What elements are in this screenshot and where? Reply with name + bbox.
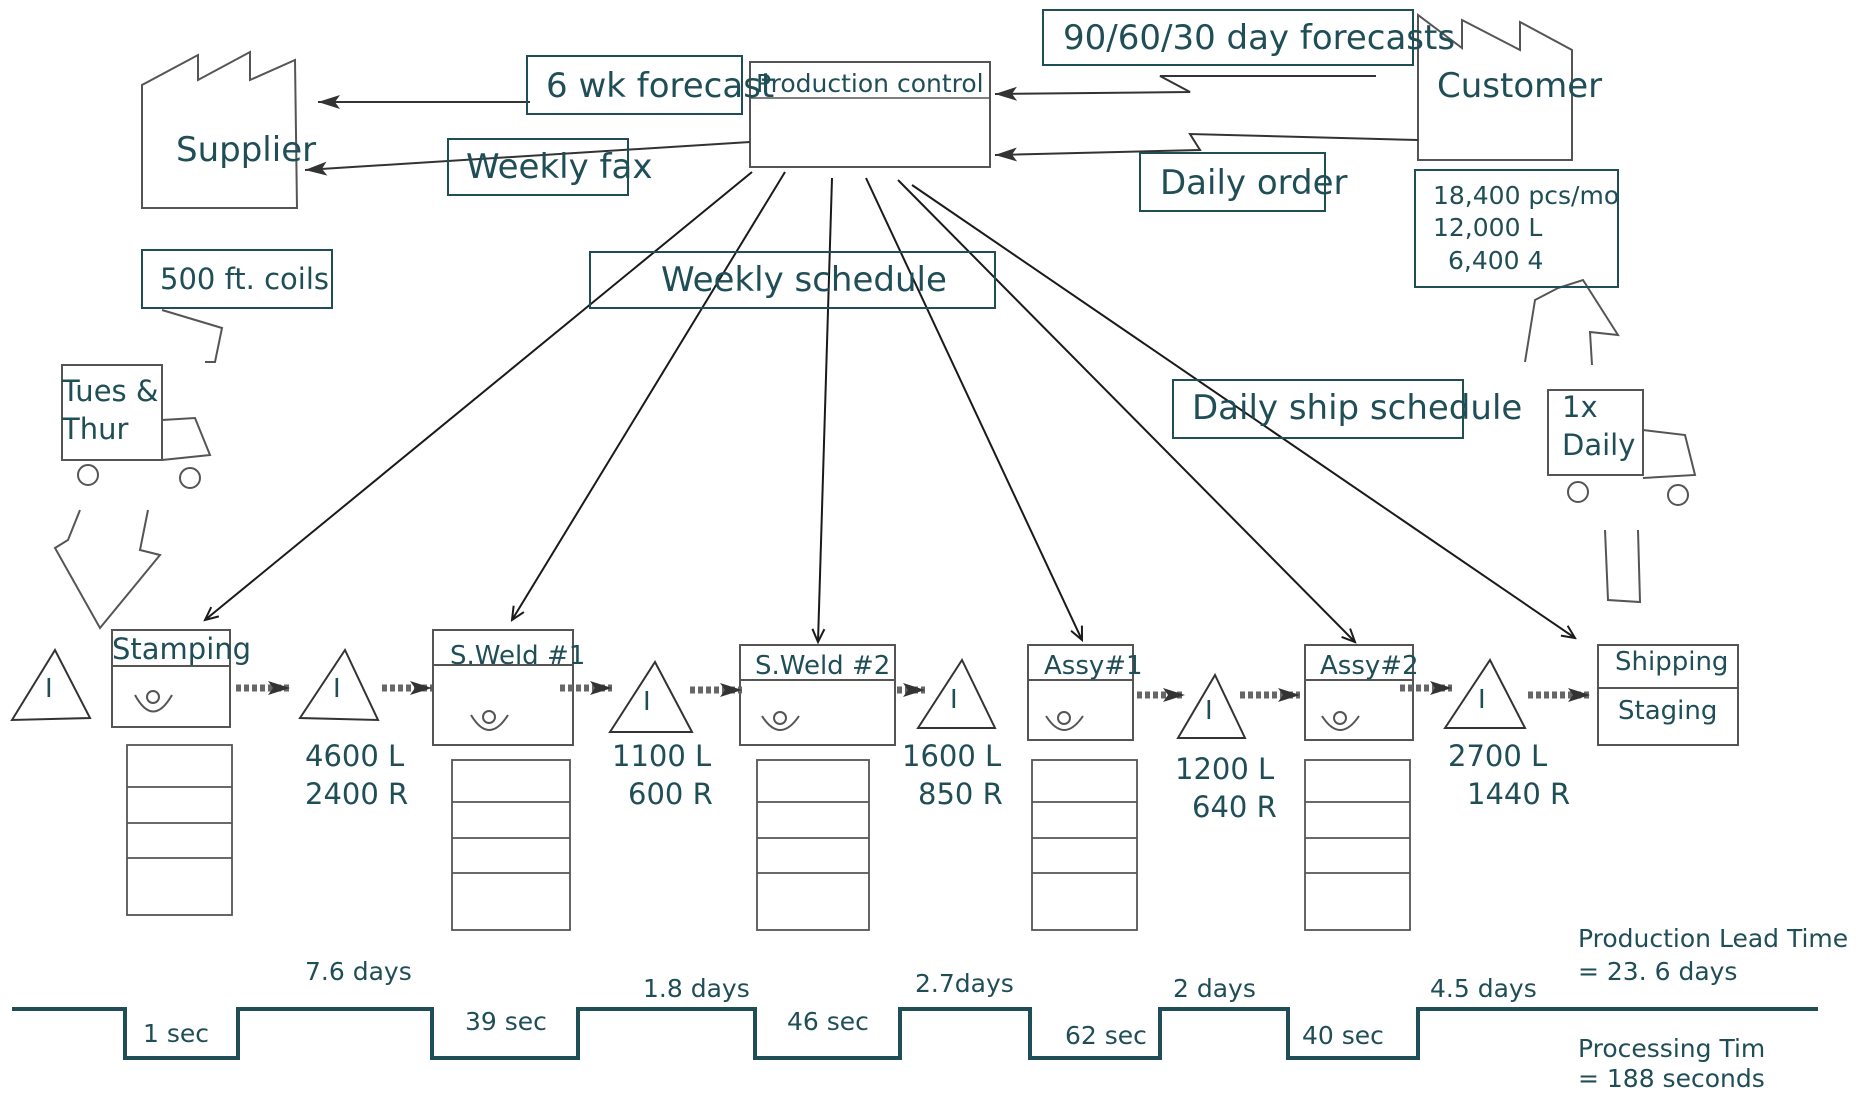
lead-time-label: Production Lead Time [1578, 924, 1849, 953]
supplier-label: Supplier [176, 130, 317, 170]
cycle-time-5: 40 sec [1302, 1021, 1384, 1050]
cycle-time-1: 1 sec [143, 1019, 210, 1048]
data-boxes [126, 744, 1411, 931]
inventory-symbol-6: I [1478, 685, 1486, 715]
process-name-assy2: Assy#2 [1320, 651, 1419, 681]
weekly-schedule-label: Weekly schedule [661, 260, 947, 300]
demand-line-3: 6,400 4 [1448, 246, 1544, 275]
wait-time-2: 1.8 days [643, 974, 750, 1003]
inventory-symbol-5: I [1205, 696, 1213, 726]
inventory-4-r: 640 R [1192, 790, 1277, 824]
process-name-sweld1: S.Weld #1 [450, 641, 586, 671]
inventory-symbol-4: I [950, 685, 958, 715]
daily-ship-schedule-label: Daily ship schedule [1192, 388, 1523, 428]
processing-time-label: Processing Tim [1578, 1034, 1766, 1063]
timeline-ladder [12, 1007, 1818, 1060]
inventory-3-l: 1600 L [902, 739, 1002, 773]
daily-order-label: Daily order [1160, 163, 1348, 203]
schedule-arrows [205, 171, 1575, 642]
forecasts-label: 90/60/30 day forecasts [1063, 18, 1456, 58]
inventory-4-l: 1200 L [1175, 752, 1275, 786]
process-sub-staging: Staging [1618, 696, 1718, 726]
supplier-truck-freq-1: Tues & [62, 374, 159, 408]
wait-time-4: 2 days [1173, 974, 1256, 1003]
inventory-triangles [10, 647, 1527, 739]
inventory-5-r: 1440 R [1467, 777, 1571, 811]
production-control-label: Production control [756, 69, 984, 98]
push-arrows [236, 681, 1590, 702]
customer-factory-icon [1417, 13, 1573, 161]
process-boxes [111, 629, 1739, 746]
demand-line-2: 12,000 L [1433, 213, 1543, 242]
six-wk-forecast-label: 6 wk forecast [546, 66, 775, 106]
info-flow-lines [304, 75, 1419, 176]
process-name-sweld2: S.Weld #2 [755, 651, 891, 681]
coils-label: 500 ft. coils [160, 262, 329, 296]
lead-time-value: = 23. 6 days [1578, 957, 1738, 986]
demand-line-1: 18,400 pcs/mo [1433, 181, 1620, 210]
supplier-factory-icon [141, 50, 299, 209]
supplier-truck-icon [61, 364, 212, 489]
process-name-stamping: Stamping [112, 632, 252, 666]
production-control-box [749, 61, 991, 168]
supplier-truck-freq-2: Thur [62, 412, 129, 446]
inventory-1-l: 4600 L [305, 739, 405, 773]
shipment-arrow-supplier [53, 309, 224, 630]
operator-icons [134, 690, 1360, 731]
inventory-1-r: 2400 R [305, 777, 409, 811]
cycle-time-2: 39 sec [465, 1007, 547, 1036]
label-boxes [141, 9, 1619, 439]
process-name-assy1: Assy#1 [1044, 651, 1143, 681]
wait-time-3: 2.7days [915, 969, 1014, 998]
inventory-5-l: 2700 L [1448, 739, 1548, 773]
inventory-symbol-3: I [643, 687, 651, 717]
wait-time-1: 7.6 days [305, 957, 412, 986]
process-name-shipping: Shipping [1615, 647, 1729, 677]
inventory-symbol-1: I [45, 674, 53, 704]
inventory-2-l: 1100 L [612, 739, 712, 773]
inventory-2-r: 600 R [628, 777, 713, 811]
customer-truck-icon [1547, 389, 1697, 506]
customer-truck-freq-2: Daily [1562, 428, 1636, 462]
customer-truck-freq-1: 1x [1562, 390, 1598, 424]
processing-time-value: = 188 seconds [1578, 1064, 1765, 1093]
weekly-fax-label: Weekly fax [466, 147, 653, 187]
customer-label: Customer [1437, 66, 1603, 106]
wait-time-5: 4.5 days [1430, 974, 1537, 1003]
cycle-time-3: 46 sec [787, 1007, 869, 1036]
shipment-arrow-customer [1524, 278, 1642, 604]
inventory-3-r: 850 R [918, 777, 1003, 811]
cycle-time-4: 62 sec [1065, 1021, 1147, 1050]
inventory-symbol-2: I [333, 674, 341, 704]
